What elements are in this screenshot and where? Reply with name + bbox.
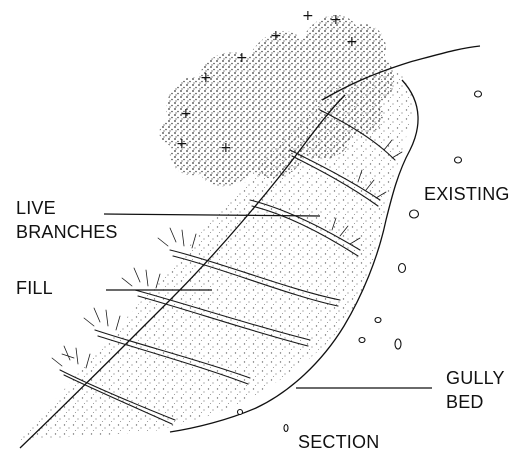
svg-text:+: + xyxy=(200,70,212,86)
svg-text:+: + xyxy=(220,140,232,156)
live-branches-label-line1: LIVE xyxy=(16,198,56,218)
svg-text:+: + xyxy=(302,8,314,24)
existing-label: EXISTING xyxy=(424,184,510,204)
gully-bed-label-line1: GULLY xyxy=(446,368,505,388)
gully-bed-label-line2: BED xyxy=(446,392,484,412)
svg-text:+: + xyxy=(236,50,248,66)
svg-text:+: + xyxy=(180,106,192,122)
svg-text:+: + xyxy=(270,28,282,44)
svg-text:+: + xyxy=(330,12,342,28)
section-label: SECTION xyxy=(298,432,379,452)
live-branches-label-line2: BRANCHES xyxy=(16,222,118,242)
svg-text:+: + xyxy=(176,136,188,152)
svg-text:+: + xyxy=(346,34,358,50)
fill-label: FILL xyxy=(16,278,53,298)
